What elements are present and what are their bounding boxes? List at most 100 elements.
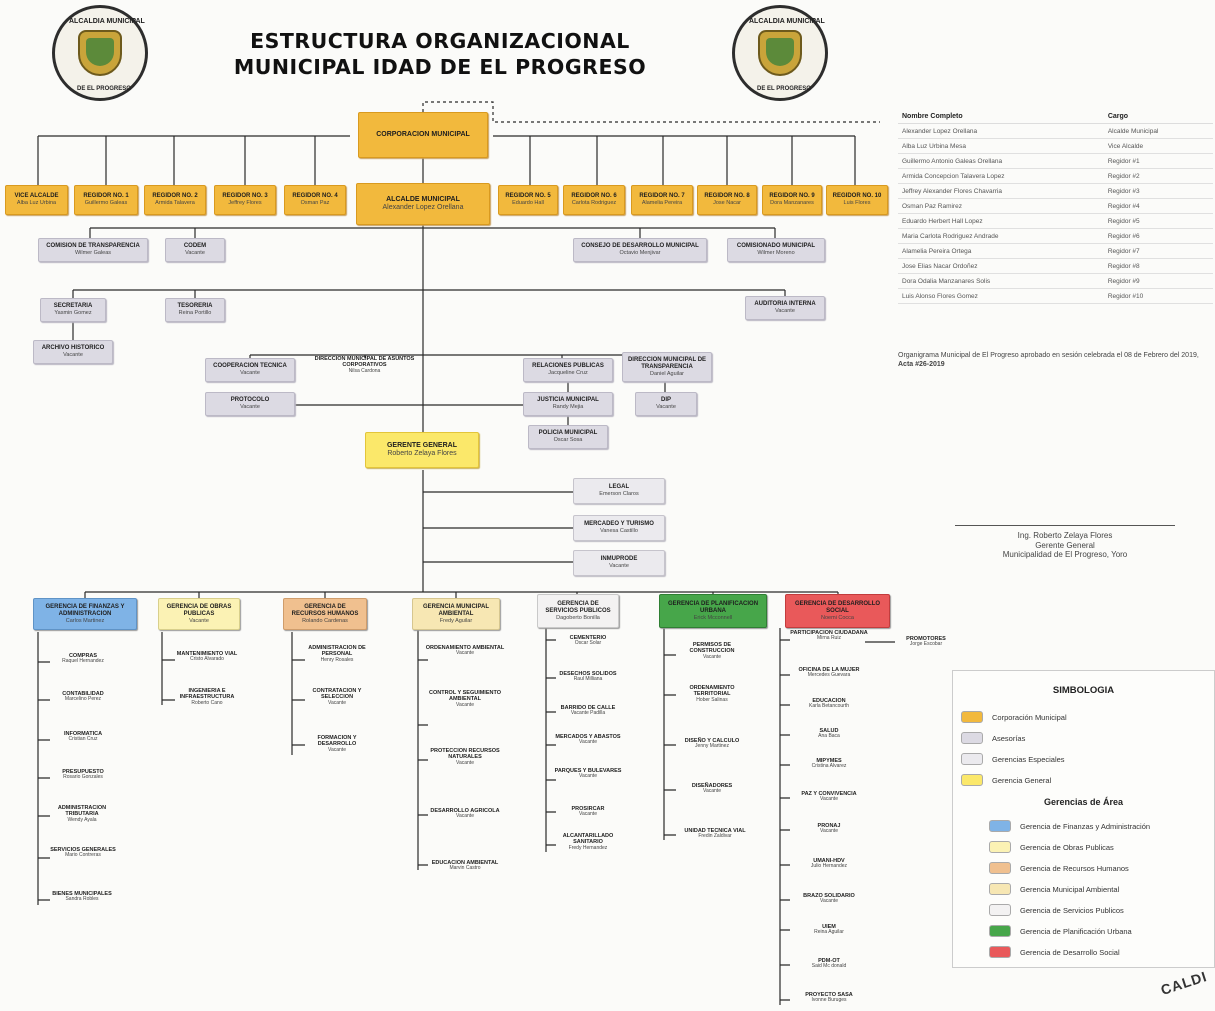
box-person: Dagoberto Bonilla	[556, 614, 600, 621]
gerencia-planificacion-box[interactable]: GERENCIA DE PLANIFICACION URBANA Erick M…	[659, 594, 767, 628]
council-box-regidor-7[interactable]: REGIDOR NO. 7 Alamelia Pereira	[631, 185, 693, 215]
box-person: Jorge Escobar	[909, 641, 943, 648]
gerencia-rrhh-box[interactable]: GERENCIA DE RECURSOS HUMANOS Rolando Car…	[283, 598, 367, 630]
inmuprode-box[interactable]: INMUPRODE Vacante	[573, 550, 665, 576]
legal-box[interactable]: LEGAL Emerson Claros	[573, 478, 665, 504]
gerencia-social-box[interactable]: GERENCIA DE DESARROLLO SOCIAL Noemi Cocc…	[785, 594, 890, 628]
box-person: Henry Rosales	[320, 656, 354, 663]
tesoreria-box[interactable]: TESORERIA Reina Portillo	[165, 298, 225, 322]
box-person: Alamelia Pereira	[641, 200, 683, 207]
direccion-transparencia-box[interactable]: DIRECCION MUNICIPAL DE TRANSPARENCIA Dan…	[622, 352, 712, 382]
consejo-desarrollo-box[interactable]: CONSEJO DE DESARROLLO MUNICIPAL Octavio …	[573, 238, 707, 262]
signature-org: Municipalidad de El Progreso, Yoro	[1002, 550, 1128, 560]
signature-role: Gerente General	[1035, 540, 1095, 550]
box-person: Jacqueline Cruz	[548, 370, 588, 377]
seal-top-text: ALCALDIA MUNICIPAL	[749, 18, 825, 25]
gerente-general-box[interactable]: GERENTE GENERAL Roberto Zelaya Flores	[365, 432, 479, 468]
protocolo-box[interactable]: PROTOCOLO Vacante	[205, 392, 295, 416]
corporacion-municipal-box[interactable]: CORPORACION MUNICIPAL	[358, 112, 488, 158]
council-box-regidor-6[interactable]: REGIDOR NO. 6 Carlota Rodriguez	[563, 185, 625, 215]
justicia-municipal-box[interactable]: JUSTICIA MUNICIPAL Randy Mejia	[523, 392, 613, 416]
gerencia-finanzas-box[interactable]: GERENCIA DE FINANZAS Y ADMINISTRACION Ca…	[33, 598, 137, 630]
box-name: PROSIRCAR	[571, 806, 605, 812]
alcalde-municipal-box[interactable]: ALCALDE MUNICIPAL Alexander Lopez Orella…	[356, 183, 490, 225]
box-name: REGIDOR NO. 7	[639, 193, 685, 200]
table-cell: Regidor #10	[1103, 288, 1213, 304]
council-box-regidor-4[interactable]: REGIDOR NO. 4 Osman Paz	[284, 185, 346, 215]
legend-swatch	[989, 820, 1011, 832]
council-box-regidor-9[interactable]: REGIDOR NO. 9 Dora Manzanares	[762, 185, 822, 215]
table-header-row: Nombre Completo Cargo	[898, 110, 1213, 124]
council-box-regidor-1[interactable]: REGIDOR NO. 1 Guillermo Galeas	[74, 185, 138, 215]
council-box-regidor-8[interactable]: REGIDOR NO. 8 Jose Nacar	[697, 185, 757, 215]
council-box-regidor-2[interactable]: REGIDOR NO. 2 Armida Talavera	[144, 185, 206, 215]
gerencia-ambiental-box[interactable]: GERENCIA MUNICIPAL AMBIENTAL Fredy Aguil…	[412, 598, 500, 630]
box-person: Vacante	[820, 828, 838, 835]
table-cell: Luis Alonso Flores Gomez	[898, 288, 1104, 304]
council-box-regidor-5[interactable]: REGIDOR NO. 5 Eduardo Hall	[498, 185, 558, 215]
gerencia-obras-box[interactable]: GERENCIA DE OBRAS PUBLICAS Vacante	[158, 598, 240, 630]
box-name: REGIDOR NO. 6	[571, 193, 617, 200]
box-person: Carlota Rodriguez	[571, 200, 617, 207]
auditoria-interna-box[interactable]: AUDITORIA INTERNA Vacante	[745, 296, 825, 320]
mercadeo-turismo-box[interactable]: MERCADEO Y TURISMO Vanesa Castillo	[573, 515, 665, 541]
comisionado-municipal-box[interactable]: COMISIONADO MUNICIPAL Wilmer Moreno	[727, 238, 825, 262]
direccion-asuntos-corporativos[interactable]: DIRECCION MUNICIPAL DE ASUNTOS CORPORATI…	[312, 356, 417, 374]
codem-box[interactable]: CODEM Vacante	[165, 238, 225, 262]
dip-box[interactable]: DIP Vacante	[635, 392, 697, 416]
gerencia-servicios-box[interactable]: GERENCIA DE SERVICIOS PUBLICOS Dagoberto…	[537, 594, 619, 628]
secretaria-box[interactable]: SECRETARIA Yasmin Gomez	[40, 298, 106, 322]
relaciones-publicas-box[interactable]: RELACIONES PUBLICAS Jacqueline Cruz	[523, 358, 613, 382]
archivo-historico-box[interactable]: ARCHIVO HISTORICO Vacante	[33, 340, 113, 364]
cooperacion-tecnica-box[interactable]: COOPERACION TECNICA Vacante	[205, 358, 295, 382]
comision-transparencia-box[interactable]: COMISION DE TRANSPARENCIA Wilmer Galeas	[38, 238, 148, 262]
legend-swatch	[989, 841, 1011, 853]
council-box-regidor-10[interactable]: REGIDOR NO. 10 Luis Flores	[826, 185, 888, 215]
council-box-regidor-3[interactable]: REGIDOR NO. 3 Jeffrey Flores	[214, 185, 276, 215]
council-box-vice-alcalde[interactable]: VICE ALCALDE Alba Luz Urbina	[5, 185, 68, 215]
policia-municipal-box[interactable]: POLICIA MUNICIPAL Oscar Sosa	[528, 425, 608, 449]
